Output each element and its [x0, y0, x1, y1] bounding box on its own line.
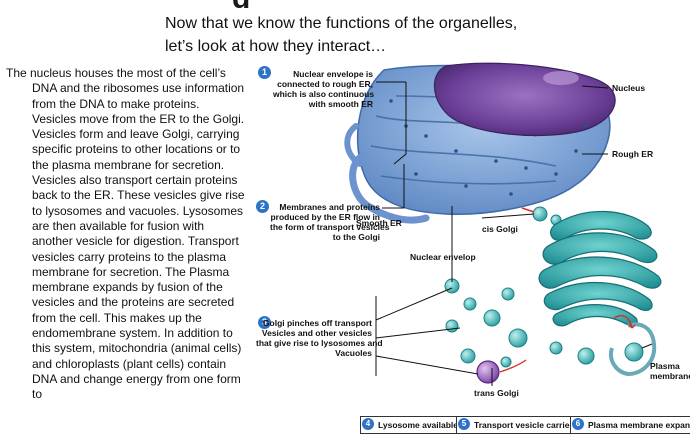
step-2-badge: 2 [256, 200, 269, 213]
subtitle-line-2: let’s look at how they interact… [165, 38, 387, 55]
step-4-box: 4 Lysosome available [360, 416, 469, 434]
step-6-box: 6 Plasma membrane expands [570, 416, 690, 434]
lysosome-shape [476, 360, 500, 384]
step-3-line-1: Golgi pinches off transport [262, 318, 372, 328]
step-5-badge: 5 [458, 418, 470, 430]
step-4-text: Lysosome available [378, 420, 459, 430]
step-1-line-2: connected to rough ER, [277, 79, 373, 89]
step-3-line-3: that give rise to lysosomes and [256, 338, 383, 348]
smooth-er-shape [349, 152, 430, 224]
plasma-membrane-label-line-2: membrane [650, 371, 690, 381]
step-2-line-1: Membranes and proteins [279, 202, 380, 212]
step-3-badge: 3 [258, 316, 271, 329]
step-1-line-4: with smooth ER [308, 99, 373, 109]
step-6-badge: 6 [572, 418, 584, 430]
trans-golgi-label: trans Golgi [474, 388, 519, 398]
endomembrane-diagram: 1 Nuclear envelope is connected to rough… [256, 56, 690, 434]
step-2-caption: Membranes and proteins produced by the E… [270, 202, 390, 242]
step-3-caption: Golgi pinches off transport Vesicles and… [256, 318, 383, 358]
step-1-badge: 1 [258, 66, 271, 79]
step-5-text: Transport vesicle carries [474, 420, 575, 430]
step-5-box: 5 Transport vesicle carries [456, 416, 583, 434]
step-1-line-3: which is also continuous [273, 89, 375, 99]
cis-golgi-label: cis Golgi [482, 224, 518, 234]
step-4-badge: 4 [362, 418, 374, 430]
body-paragraph: The nucleus houses the most of the cell’… [6, 66, 245, 402]
body-paragraph-container: The nucleus houses the most of the cell’… [6, 66, 246, 403]
golgi-apparatus-shape [538, 210, 662, 327]
step-2-line-4: to the Golgi [332, 232, 380, 242]
plasma-membrane-label-line-1: Plasma [650, 361, 680, 371]
rough-er-label: Rough ER [612, 149, 654, 159]
slide-subtitle: Now that we know the functions of the or… [165, 12, 585, 58]
step-1-line-1: Nuclear envelope is [293, 69, 373, 79]
nuclear-envelop-label: Nuclear envelop [410, 252, 476, 262]
step-3-line-2: Vesicles and other vesicles [261, 328, 372, 338]
step-6-text: Plasma membrane expands [588, 420, 690, 430]
step-2-line-3: the form of transport vesicles [270, 222, 390, 232]
step-3-line-4: Vacuoles [335, 348, 372, 358]
nucleus-label: Nucleus [612, 83, 646, 93]
slide-title-fragment: g [232, 0, 472, 8]
step-2-line-2: produced by the ER flow in [270, 212, 380, 222]
plasma-membrane-shape [609, 322, 657, 377]
diagram-illustration [344, 62, 662, 386]
subtitle-line-1: Now that we know the functions of the or… [165, 15, 518, 32]
transport-vesicle [532, 206, 548, 222]
plasma-membrane-label: Plasma membrane [650, 361, 690, 381]
smooth-er-label: Smooth ER [356, 218, 402, 228]
step-1-caption: Nuclear envelope is connected to rough E… [273, 69, 375, 109]
